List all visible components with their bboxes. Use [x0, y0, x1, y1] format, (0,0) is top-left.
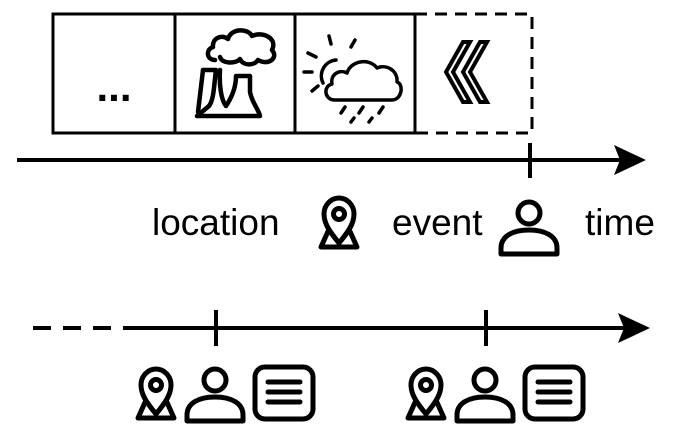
bottom-time-axis [33, 310, 650, 346]
location-label: location [152, 202, 280, 243]
location-pin-icon [321, 198, 357, 247]
person-icon [501, 202, 557, 254]
legend: location event time [152, 198, 655, 254]
bottom-group-1 [138, 367, 313, 421]
time-label: time [585, 202, 655, 243]
dashed-cell-frame [415, 12, 534, 135]
ellipsis-text: ... [96, 63, 131, 110]
document-icon [255, 367, 313, 419]
axis-arrowhead [614, 145, 646, 175]
location-pin-icon [138, 369, 174, 418]
bottom-group-2 [408, 367, 583, 421]
sun-cloud-rain-icon [302, 34, 403, 124]
event-label: event [392, 202, 483, 243]
document-icon [525, 367, 583, 419]
top-cells: ... [51, 12, 534, 135]
axis-arrowhead [618, 313, 650, 343]
factory-pollution-icon [194, 28, 277, 119]
double-chevron-left-icon [443, 40, 491, 104]
person-icon [457, 369, 513, 421]
top-time-axis [17, 143, 646, 178]
ellipsis-icon: ... [96, 63, 131, 110]
location-pin-icon [408, 369, 444, 418]
person-icon [187, 369, 243, 421]
